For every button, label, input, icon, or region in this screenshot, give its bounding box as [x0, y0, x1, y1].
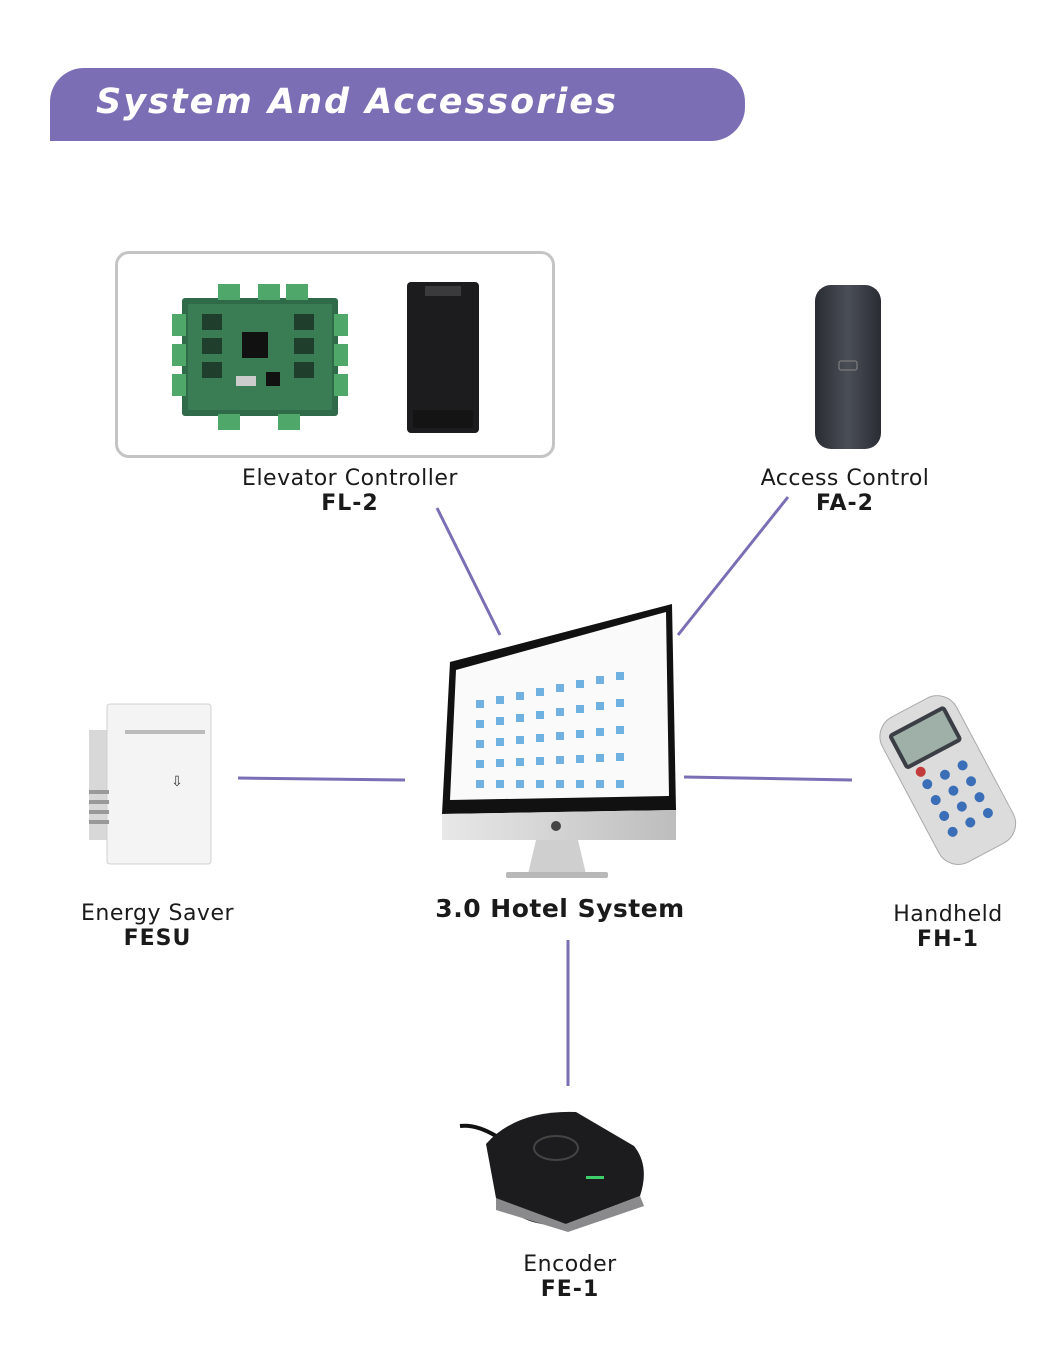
connector-energy [237, 776, 406, 782]
page-title: System And Accessories [96, 82, 619, 122]
device-model: FE-1 [540, 1277, 600, 1303]
connector-elevator [435, 507, 502, 636]
hub-label: 3.0 Hotel System [435, 894, 685, 923]
device-name: Handheld [893, 902, 1003, 927]
encoder-image [459, 1111, 644, 1232]
device-model: FA-2 [816, 491, 874, 517]
controller-board-image [172, 284, 348, 430]
encoder-label: Encoder FE-1 [480, 1252, 660, 1303]
card-reader-image [407, 282, 479, 433]
energy-saver-image: ⇩ [89, 703, 212, 865]
access-control-image [815, 285, 881, 449]
energy-saver-label: Energy Saver FESU [55, 901, 260, 952]
device-model: FESU [123, 926, 192, 952]
device-model: FH-1 [917, 927, 979, 953]
device-name: Encoder [523, 1252, 617, 1277]
device-model: FL-2 [321, 491, 379, 517]
device-name: Energy Saver [80, 901, 235, 926]
access-control-label: Access Control FA-2 [730, 466, 960, 517]
monitor-image [442, 604, 676, 878]
elevator-controller-label: Elevator Controller FL-2 [215, 466, 485, 517]
elevator-controller-frame [115, 251, 555, 458]
device-name: Elevator Controller [242, 466, 458, 491]
connector-handheld [683, 775, 853, 782]
handheld-image [879, 695, 1017, 865]
svg-text:⇩: ⇩ [171, 774, 183, 790]
header-banner: System And Accessories [50, 68, 745, 141]
handheld-label: Handheld FH-1 [870, 902, 1026, 953]
connector-access [676, 496, 790, 636]
device-name: Access Control [760, 466, 930, 491]
